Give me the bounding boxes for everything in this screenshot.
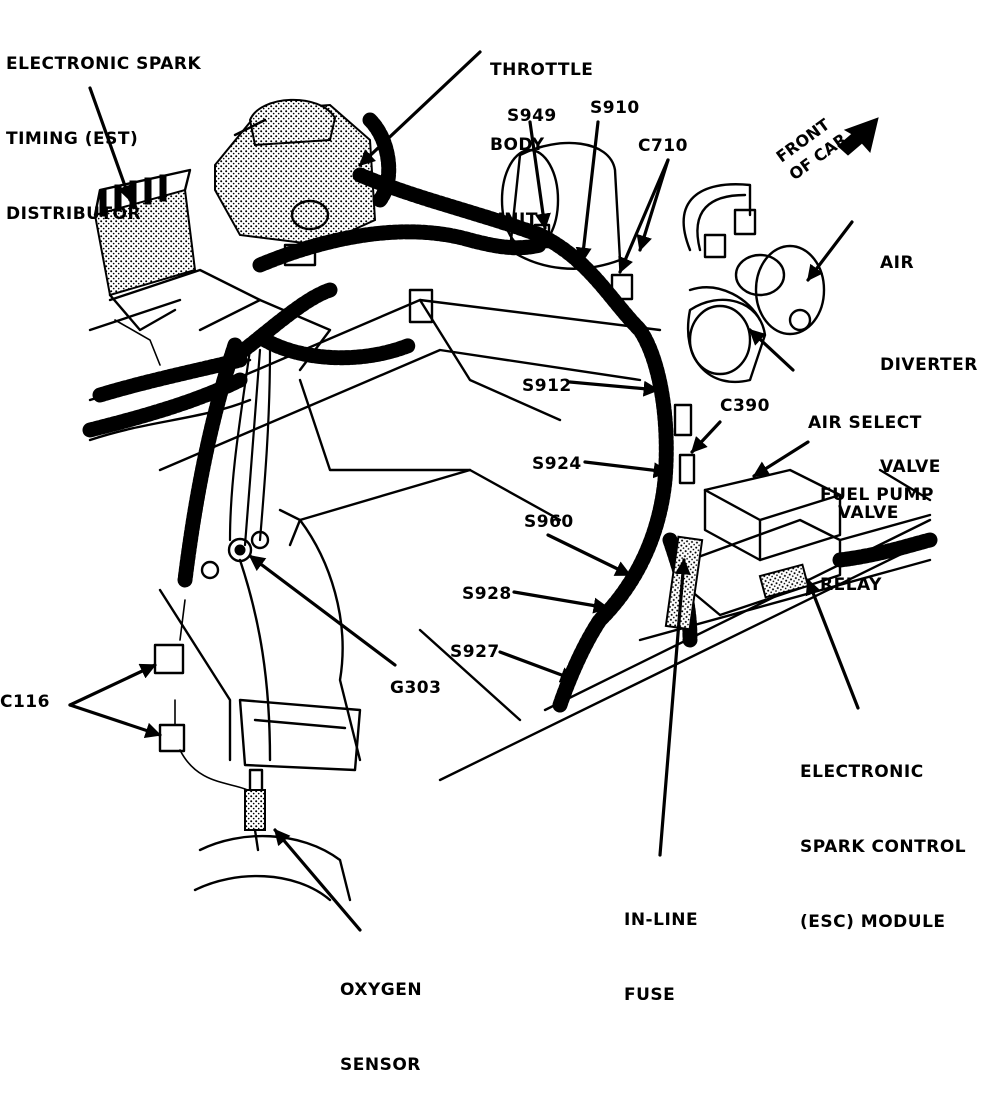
oxygen-sensor xyxy=(244,768,266,852)
air-select-valve xyxy=(686,298,767,383)
throttle-body-unit xyxy=(214,98,377,267)
air-diverter-valve xyxy=(688,244,826,336)
label-throttle-body-unit: THROTTLE BODY UNIT xyxy=(490,60,594,230)
label-c710: C710 xyxy=(638,136,688,156)
label-s927: S927 xyxy=(450,642,500,662)
label-esc-module: ELECTRONIC SPARK CONTROL (ESC) MODULE xyxy=(800,762,967,932)
label-s910: S910 xyxy=(590,98,640,118)
label-g303: G303 xyxy=(390,678,442,698)
label-inline-fuse: IN-LINE FUSE xyxy=(624,910,699,1005)
label-c116: C116 xyxy=(0,692,50,712)
label-fuel-pump-relay: FUEL PUMP RELAY xyxy=(820,485,934,595)
callout-leaders xyxy=(68,50,860,932)
label-s960: S960 xyxy=(524,512,574,532)
label-s949: S949 xyxy=(507,106,557,126)
ground-g303 xyxy=(200,508,302,580)
label-oxygen-sensor: OXYGEN SENSOR xyxy=(340,980,423,1075)
label-s912: S912 xyxy=(522,376,572,396)
label-air-select-valve: AIR SELECT VALVE xyxy=(808,413,922,523)
vacuum-hoses xyxy=(682,183,757,259)
wiring-diagram xyxy=(68,50,938,932)
label-air-diverter-valve: AIR DIVERTER VALVE xyxy=(880,253,978,477)
exhaust-manifold xyxy=(158,518,362,902)
front-of-car-arrow xyxy=(837,117,879,156)
est-distributor xyxy=(93,168,197,366)
label-s924: S924 xyxy=(532,454,582,474)
label-c390: C390 xyxy=(720,396,770,416)
label-est-distributor: ELECTRONIC SPARK TIMING (EST) DISTRIBUTO… xyxy=(6,54,202,224)
label-s928: S928 xyxy=(462,584,512,604)
main-wiring-harness xyxy=(82,112,938,713)
engine-block xyxy=(88,268,662,522)
